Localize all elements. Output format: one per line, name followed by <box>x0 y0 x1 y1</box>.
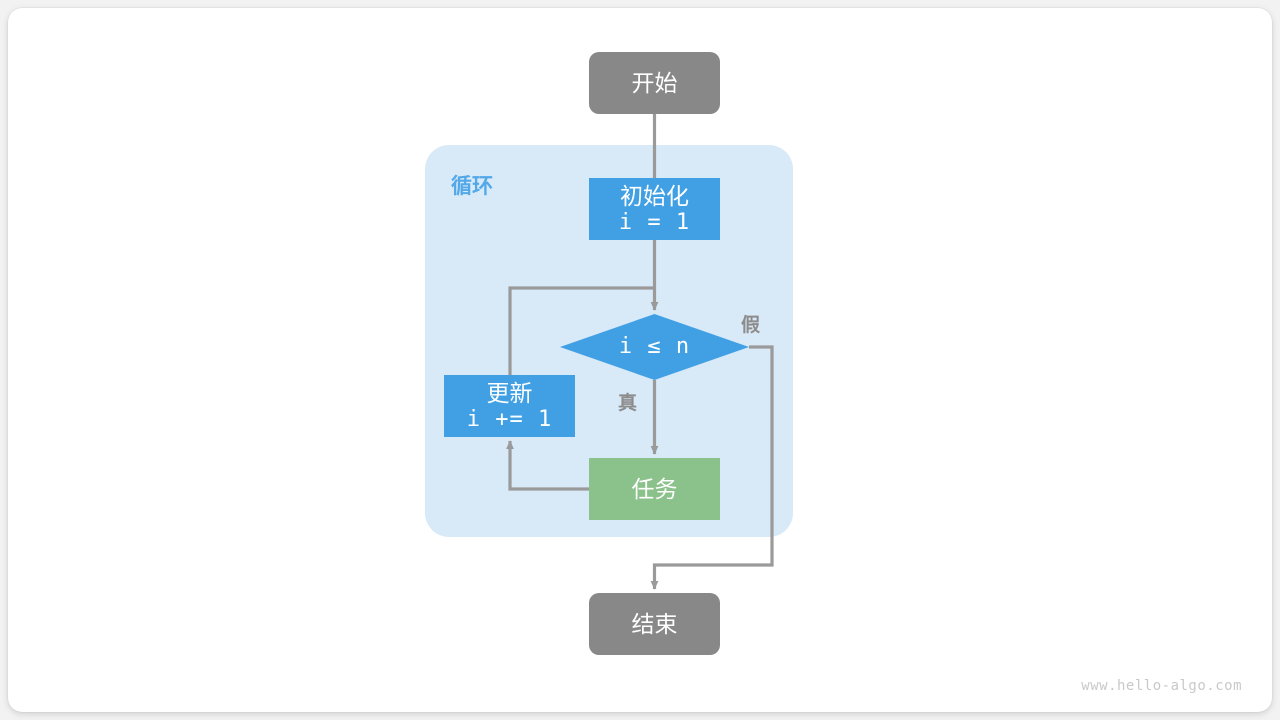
node-update[interactable] <box>444 375 575 437</box>
loop-group-label: 循环 <box>451 175 493 198</box>
edge-condition-false-to-end <box>650 345 774 590</box>
edge-label-false: 假 <box>741 315 761 336</box>
edge-update-to-condition <box>508 286 655 375</box>
node-init[interactable] <box>589 178 720 240</box>
node-start[interactable] <box>589 52 720 114</box>
node-condition[interactable] <box>560 314 749 380</box>
node-task[interactable] <box>589 458 720 520</box>
node-end[interactable] <box>589 593 720 655</box>
edge-task-to-update <box>506 440 589 491</box>
edge-label-true: 真 <box>618 393 638 414</box>
watermark: www.hello-algo.com <box>1081 678 1242 694</box>
